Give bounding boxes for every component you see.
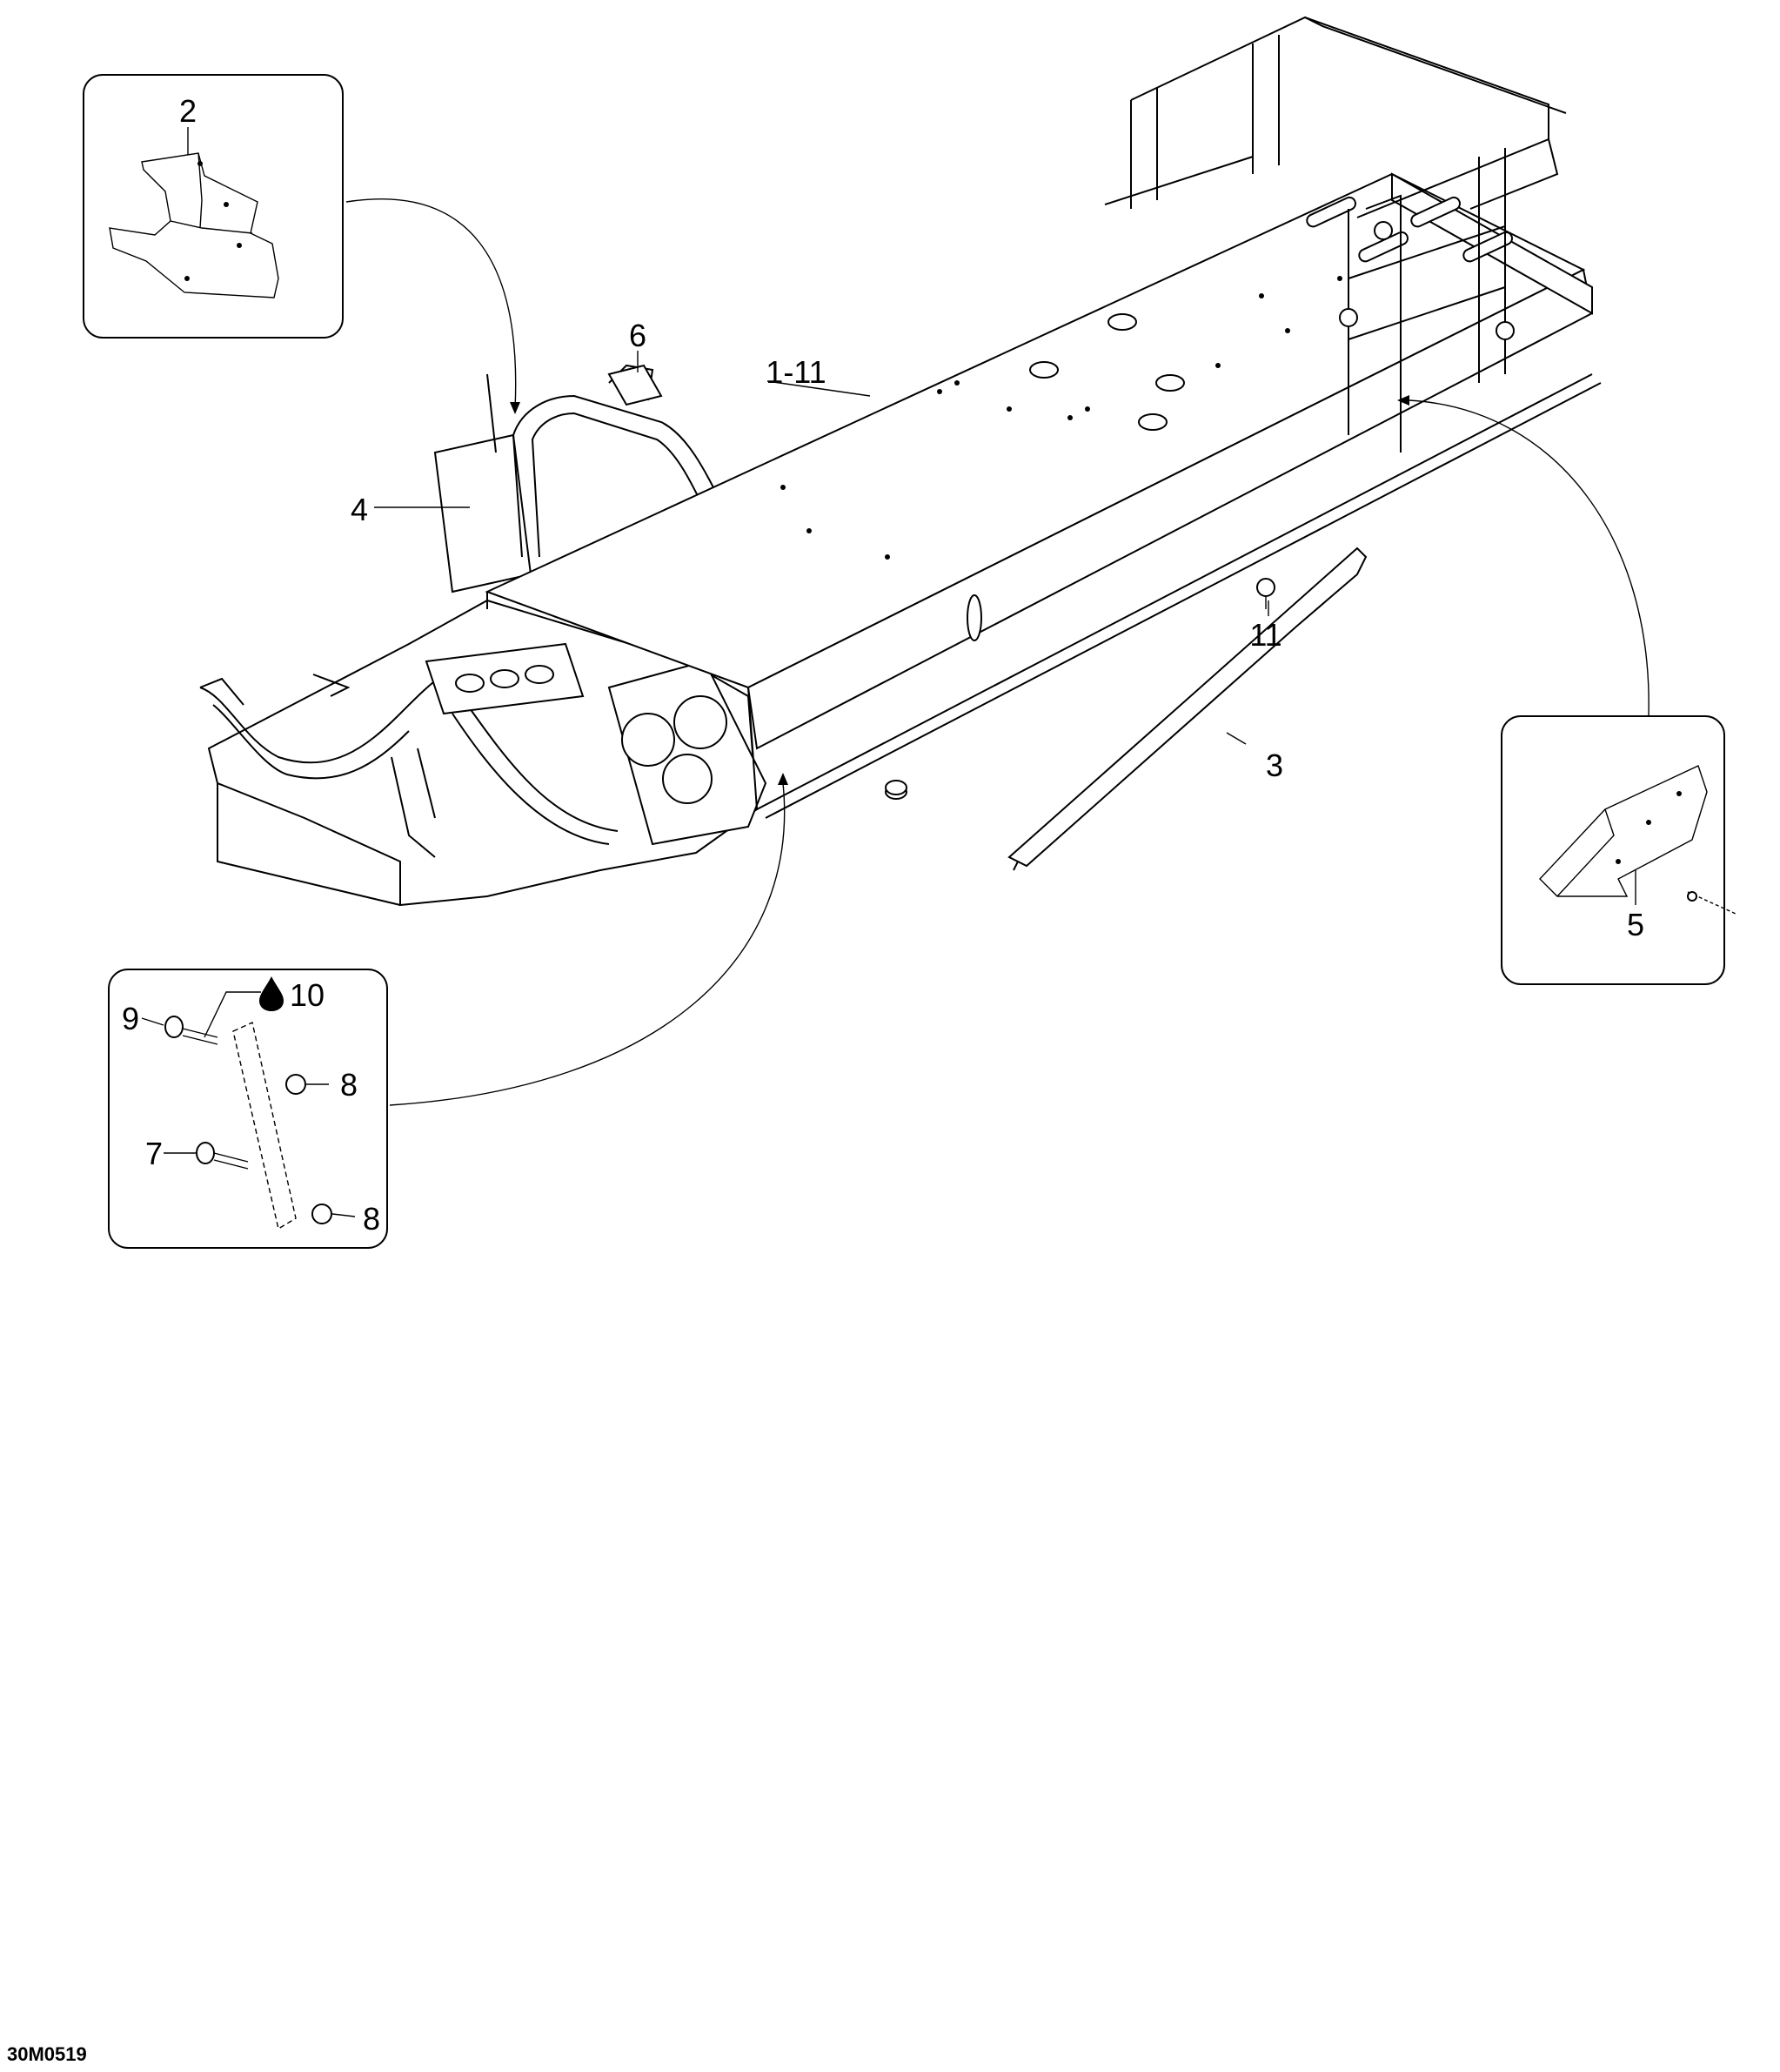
detail-box-part-5: 5	[1501, 715, 1737, 985]
drawing-code: 30M0519	[7, 2043, 87, 2065]
drop-icon	[259, 976, 284, 1011]
leader-fasteners	[389, 782, 786, 1106]
leader-2	[345, 198, 517, 410]
detail-box-part-2: 2	[83, 74, 344, 339]
callout-9: 9	[122, 1001, 139, 1036]
callout-3: 3	[1266, 748, 1283, 783]
leader-5	[1409, 399, 1650, 716]
detail-box-fasteners: 9 10 8 7 8	[108, 969, 388, 1249]
callout-10: 10	[290, 977, 325, 1013]
callout-8b: 8	[363, 1201, 380, 1237]
callout-5: 5	[1627, 907, 1644, 942]
frame-assembly	[199, 16, 1602, 907]
callout-8a: 8	[340, 1067, 358, 1103]
callout-2: 2	[179, 93, 197, 129]
callout-11: 11	[1249, 617, 1281, 653]
callout-7: 7	[145, 1136, 163, 1171]
callout-4: 4	[351, 492, 368, 527]
callout-1-11: 1-11	[766, 354, 826, 390]
callout-6: 6	[629, 318, 646, 353]
